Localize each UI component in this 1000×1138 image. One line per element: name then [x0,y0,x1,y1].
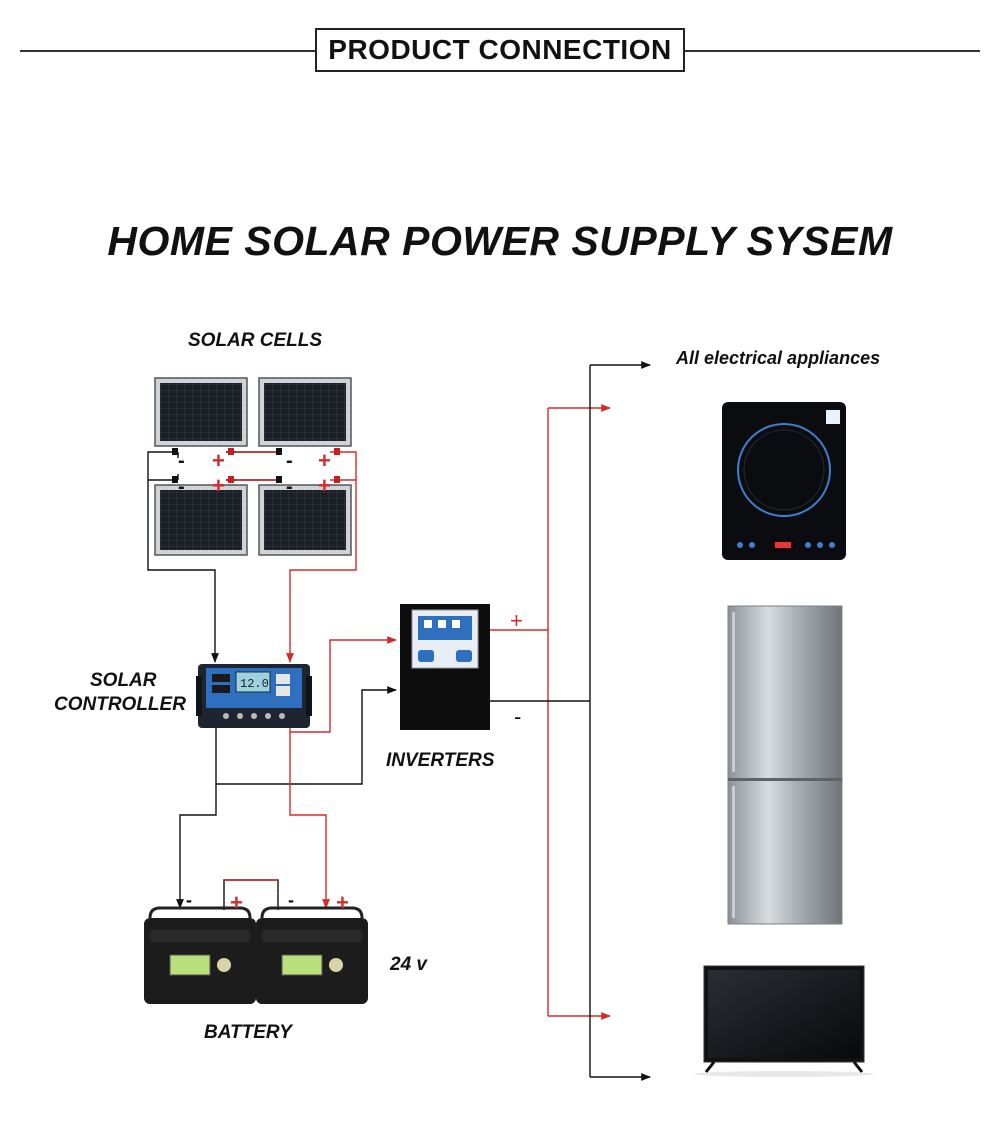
panel-polarity-marks: - - + + - - + + [178,448,331,498]
charge-controller-icon: 12.0 [196,664,312,728]
battery-plus: + [230,890,243,915]
battery-minus: - [288,890,294,910]
battery-icon [256,906,368,1004]
battery-plus: + [336,890,349,915]
solar-cells-label: SOLAR CELLS [188,330,323,351]
refrigerator-icon [727,605,843,925]
polarity-minus: - [178,476,185,498]
inverter-plus: + [510,608,523,633]
solar-panel-icon [258,484,352,556]
solar-panel-icon [154,377,248,447]
controller-display-value: 12.0 [240,677,269,691]
solar-controller-label-line1: SOLAR [90,670,157,691]
polarity-plus: + [318,473,331,498]
solar-panel-icon [258,377,352,447]
inverter-minus: - [514,704,521,729]
inverter-icon [400,604,490,730]
television-icon [694,965,874,1077]
appliance-wiring [490,361,651,1081]
inverter-polarity: + - [510,608,523,729]
battery-icon [144,906,256,1004]
polarity-plus: + [212,448,225,473]
battery-label: BATTERY [204,1022,292,1043]
polarity-plus: + [212,473,225,498]
diagram-title: HOME SOLAR POWER SUPPLY SYSEM [107,218,893,264]
header-line-right [684,50,980,52]
inverters-label: INVERTERS [386,750,495,771]
controller-wiring [176,636,397,910]
battery-polarity: - + - + [186,890,349,915]
polarity-minus: - [178,450,185,472]
solar-panel-icon [154,484,248,556]
panel-wiring [147,448,357,663]
battery-minus: - [186,890,192,910]
induction-cooker-icon [722,402,846,560]
appliances-label: All electrical appliances [676,348,881,368]
polarity-minus: - [286,476,293,498]
polarity-plus: + [318,448,331,473]
header-line-left [20,50,316,52]
header-title: PRODUCT CONNECTION [315,28,685,72]
polarity-minus: - [286,450,293,472]
battery-voltage-label: 24 v [390,954,427,975]
solar-controller-label-line2: CONTROLLER [54,694,186,715]
